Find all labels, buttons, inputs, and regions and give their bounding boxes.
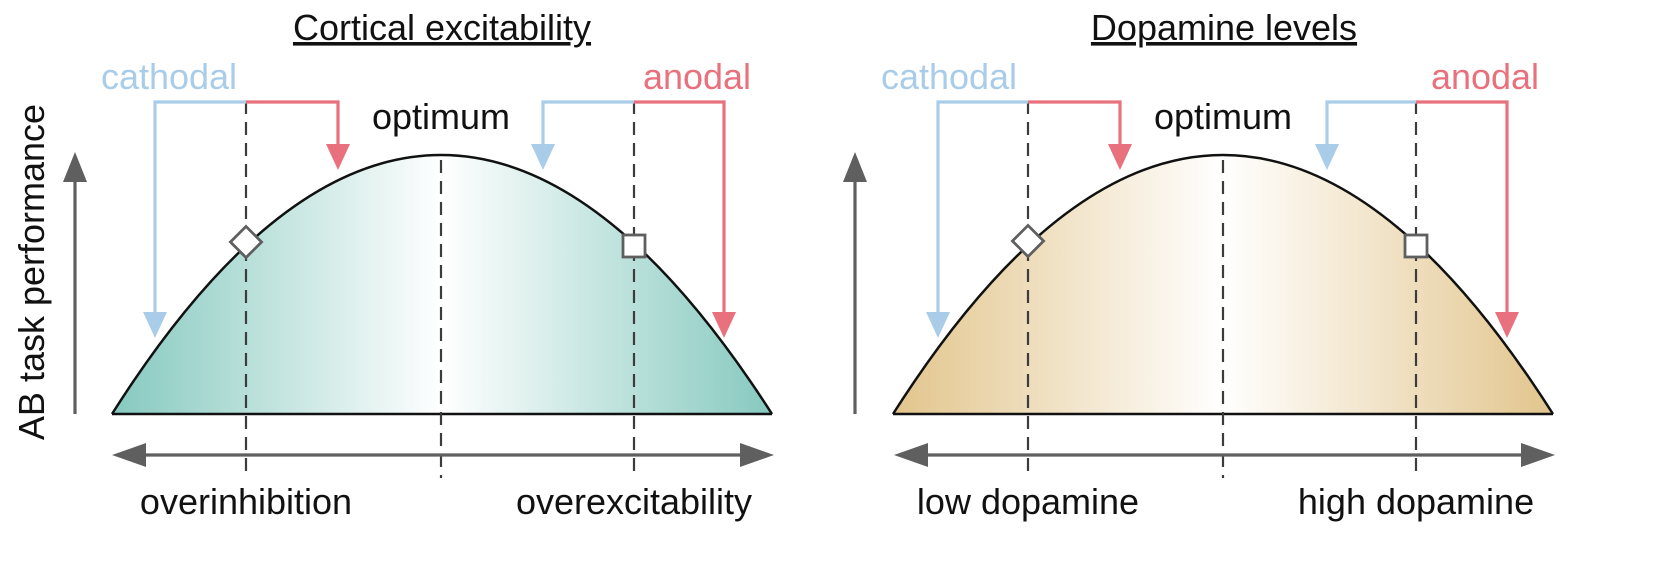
cathodal-label: cathodal bbox=[101, 56, 237, 97]
anodal-arrows bbox=[246, 100, 736, 338]
arrow-down-icon bbox=[326, 144, 350, 170]
panel-title: Dopamine levels bbox=[1091, 7, 1357, 48]
x-left-label: low dopamine bbox=[917, 481, 1139, 522]
arrow-down-icon bbox=[531, 144, 555, 170]
square-marker bbox=[1403, 233, 1429, 259]
arrow-down-icon bbox=[712, 312, 736, 338]
performance-curve bbox=[891, 153, 1555, 415]
double-headed-arrow-icon bbox=[112, 443, 774, 467]
double-headed-arrow-icon bbox=[894, 443, 1555, 467]
anodal-arrows bbox=[1028, 100, 1519, 338]
arrow-down-icon bbox=[1315, 144, 1339, 170]
arrow-up-icon bbox=[843, 152, 867, 414]
optimum-label: optimum bbox=[1154, 96, 1292, 137]
cathodal-label: cathodal bbox=[881, 56, 1017, 97]
arrow-down-icon bbox=[1108, 144, 1132, 170]
panel-dopamine-levels: Dopamine levels cathodal anodal optimum … bbox=[843, 7, 1555, 522]
anodal-arrow-left bbox=[1028, 100, 1122, 150]
diamond-marker bbox=[228, 224, 264, 260]
cathodal-arrow-left bbox=[153, 100, 246, 318]
diamond-marker bbox=[1010, 223, 1046, 259]
arrow-down-icon bbox=[143, 312, 167, 338]
x-right-label: high dopamine bbox=[1298, 481, 1534, 522]
arrow-down-icon bbox=[926, 312, 950, 338]
cathodal-arrows bbox=[926, 100, 1416, 338]
x-left-label: overinhibition bbox=[140, 481, 352, 522]
cathodal-arrow-left bbox=[936, 100, 1028, 318]
anodal-arrow-left bbox=[246, 100, 340, 150]
performance-curve bbox=[110, 153, 774, 415]
anodal-label: anodal bbox=[1431, 56, 1539, 97]
cathodal-arrow-right bbox=[1325, 100, 1416, 150]
cathodal-arrow-right bbox=[541, 100, 634, 150]
square-marker bbox=[621, 233, 647, 259]
anodal-label: anodal bbox=[643, 56, 751, 97]
cathodal-arrows bbox=[143, 100, 634, 338]
arrow-down-icon bbox=[1495, 312, 1519, 338]
y-axis-label: AB task performance bbox=[11, 104, 52, 440]
panel-cortical-excitability: Cortical excitability cathodal anodal op… bbox=[63, 7, 774, 522]
anodal-arrow-right bbox=[634, 100, 726, 318]
panel-title: Cortical excitability bbox=[293, 7, 591, 48]
anodal-arrow-right bbox=[1416, 100, 1509, 318]
optimum-label: optimum bbox=[372, 96, 510, 137]
x-right-label: overexcitability bbox=[516, 481, 752, 522]
arrow-up-icon bbox=[63, 152, 87, 414]
